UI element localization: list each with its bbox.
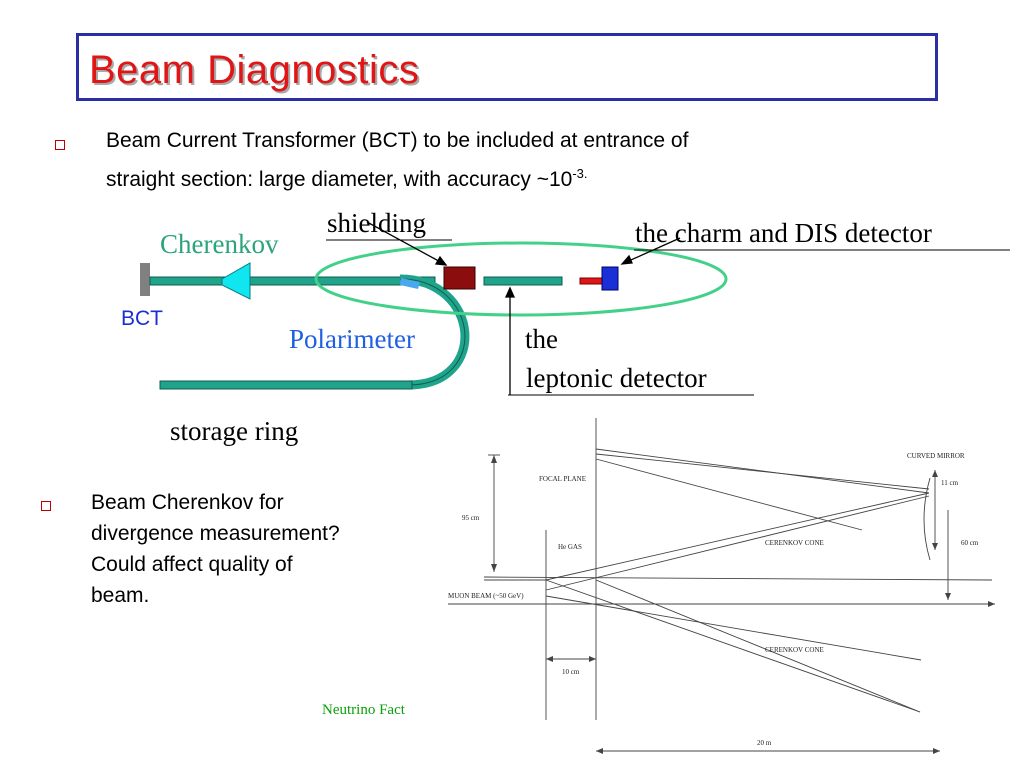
label-11cm: 11 cm [941, 479, 959, 487]
label-10cm: 10 cm [562, 668, 580, 676]
label-cerenkov-cone-top: CERENKOV CONE [765, 539, 824, 547]
beamline-segment [483, 276, 563, 286]
label-curved-mirror: CURVED MIRROR [907, 452, 965, 460]
label-60cm: 60 cm [961, 539, 979, 547]
detector-region-ellipse [314, 241, 728, 317]
label-bct: BCT [121, 307, 163, 330]
label-he-gas: He GAS [558, 543, 582, 551]
label-shielding: shielding [327, 208, 426, 238]
bullet-marker [41, 501, 51, 511]
bullet-2-line-1: Beam Cherenkov for [91, 491, 284, 514]
bullet-2-line-2: divergence measurement? [91, 522, 340, 545]
bullet-2-line-3: Could affect quality of [91, 553, 293, 576]
label-polarimeter: Polarimeter [289, 324, 415, 354]
label-leptonic: leptonic detector [526, 363, 707, 393]
shielding-arrow [366, 221, 447, 266]
charm-arrow [621, 237, 681, 265]
label-20m: 20 m [757, 739, 772, 747]
footer-text: Neutrino Fact [322, 702, 405, 718]
bullet-2-line-4: beam. [91, 584, 150, 607]
bullet-1-line-2: straight section: large diameter, with a… [106, 159, 588, 195]
bullet-1-exponent: -3. [572, 166, 588, 181]
beamline-main [149, 276, 436, 286]
bullet-1-line-2-text: straight section: large diameter, with a… [106, 168, 573, 191]
label-charm-dis: the charm and DIS detector [635, 218, 932, 248]
label-95cm: 95 cm [462, 514, 480, 522]
bullet-2-text: Beam Cherenkov for divergence measuremen… [91, 487, 340, 611]
bct-block [140, 263, 150, 296]
title-box: Beam Diagnostics [76, 33, 938, 101]
polarimeter-element [400, 278, 420, 289]
storage-ring-bottom [159, 380, 413, 390]
label-the: the [525, 324, 558, 354]
curved-mirror [923, 477, 931, 561]
bullet-1-line-1: Beam Current Transformer (BCT) to be inc… [106, 129, 689, 152]
shielding-block [443, 266, 476, 290]
bullet-marker [55, 140, 65, 150]
slide-title: Beam Diagnostics [89, 48, 420, 92]
label-focal-plane: FOCAL PLANE [539, 475, 586, 483]
label-cherenkov: Cherenkov [160, 229, 279, 259]
label-cerenkov-cone-bottom: CERENKOV CONE [765, 646, 824, 654]
label-storage-ring: storage ring [170, 416, 299, 446]
label-muon-beam: MUON BEAM (~50 GeV) [448, 592, 524, 600]
detector-blue-block [601, 266, 619, 291]
